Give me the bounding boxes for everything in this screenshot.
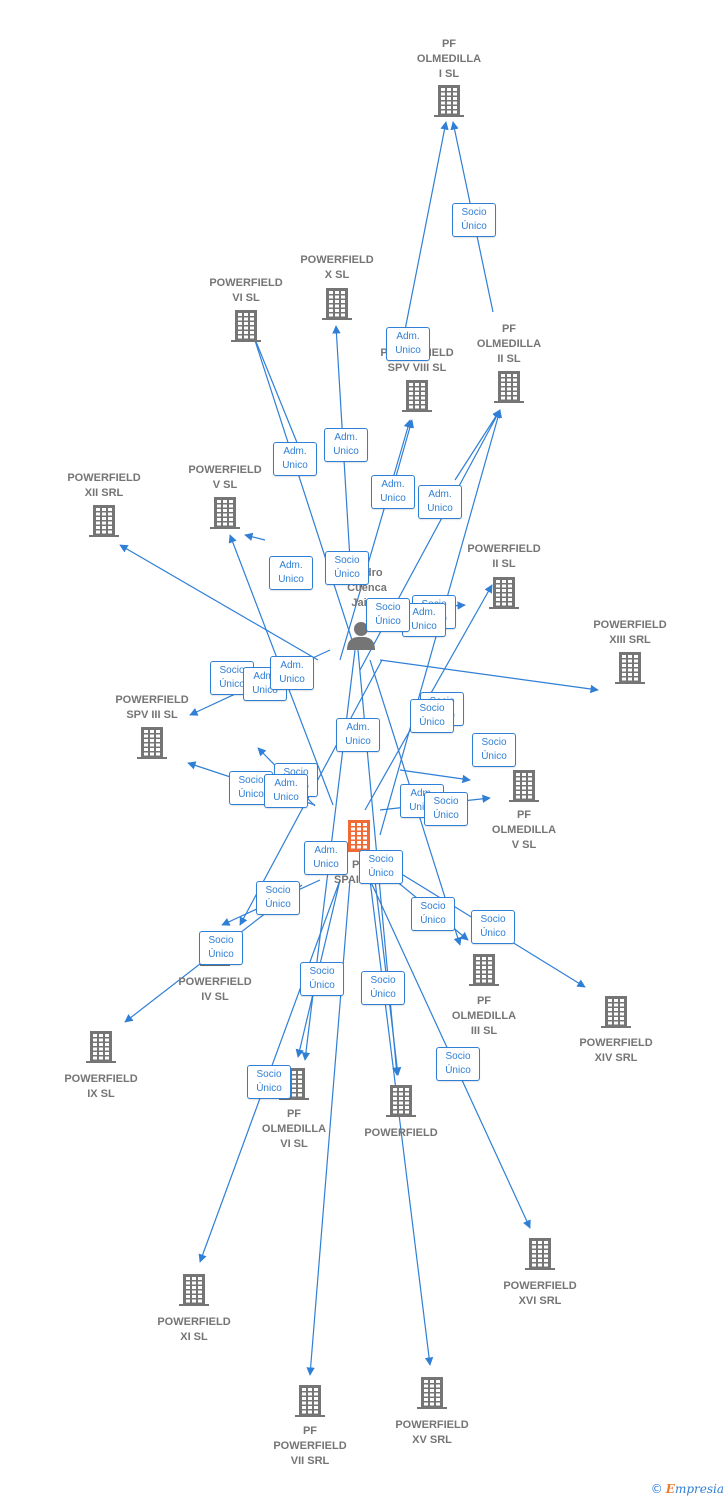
relation-badge[interactable]: Socio Único — [247, 1065, 291, 1099]
company-label[interactable]: PF OLMEDILLA III SL — [451, 995, 517, 1037]
relation-edge — [246, 321, 301, 451]
company-building-icon[interactable] — [137, 727, 167, 759]
relation-edge — [404, 121, 449, 331]
relation-edge — [379, 659, 599, 694]
relation-badge[interactable]: Socio Único — [472, 733, 516, 767]
company-building-icon[interactable] — [386, 1085, 416, 1117]
copyright-icon: © — [650, 1482, 663, 1496]
company-building-icon[interactable] — [601, 996, 631, 1028]
icons-layer — [86, 85, 645, 1417]
company-label[interactable]: POWERFIELD X SL — [300, 254, 374, 281]
relation-badge[interactable]: Adm. Unico — [386, 327, 430, 361]
company-label[interactable]: POWERFIELD V SL — [188, 464, 262, 491]
company-label[interactable]: POWERFIELD — [364, 1127, 438, 1139]
relation-badge[interactable]: Socio Único — [300, 962, 344, 996]
company-label[interactable]: PF OLMEDILLA V SL — [491, 809, 557, 851]
relation-badge[interactable]: Adm. Unico — [264, 774, 308, 808]
company-building-icon[interactable] — [469, 954, 499, 986]
company-building-icon[interactable] — [210, 497, 240, 529]
relation-badge[interactable]: Socio Único — [325, 551, 369, 585]
relation-edge — [394, 419, 414, 481]
company-label[interactable]: POWERFIELD II SL — [467, 543, 541, 570]
company-label[interactable]: POWERFIELD SPV III SL — [115, 694, 189, 721]
company-label[interactable]: POWERFIELD XIII SRL — [593, 619, 667, 646]
relation-badge[interactable]: Adm. Unico — [273, 442, 317, 476]
relation-badge[interactable]: Adm. Unico — [371, 475, 415, 509]
relation-badge[interactable]: Socio Único — [199, 931, 243, 965]
company-building-icon[interactable] — [231, 310, 261, 342]
company-building-icon[interactable] — [179, 1274, 209, 1306]
relation-badge[interactable]: Socio Único — [366, 598, 410, 632]
company-building-icon[interactable] — [89, 505, 119, 537]
relation-badge[interactable]: Socio Único — [471, 910, 515, 944]
company-label[interactable]: POWERFIELD XII SRL — [67, 472, 141, 499]
company-label[interactable]: POWERFIELD IX SL — [64, 1073, 138, 1100]
company-label[interactable]: PF OLMEDILLA I SL — [416, 38, 482, 80]
relation-edge — [339, 419, 412, 661]
company-building-icon[interactable] — [295, 1385, 325, 1417]
relation-badge[interactable]: Socio Único — [424, 792, 468, 826]
company-label[interactable]: POWERFIELD XI SL — [157, 1316, 231, 1343]
relation-edge — [399, 769, 471, 784]
relation-badge[interactable]: Socio Único — [359, 850, 403, 884]
company-label[interactable]: PF OLMEDILLA VI SL — [261, 1108, 327, 1150]
company-building-icon[interactable] — [615, 652, 645, 684]
relation-badge[interactable]: Socio Único — [436, 1047, 480, 1081]
company-building-icon[interactable] — [494, 371, 524, 403]
relation-badge[interactable]: Adm. Unico — [269, 556, 313, 590]
company-label[interactable]: PF OLMEDILLA II SL — [476, 323, 542, 365]
relation-edge — [247, 321, 353, 641]
company-label[interactable]: POWERFIELD XV SRL — [395, 1419, 469, 1446]
company-label[interactable]: POWERFIELD XVI SRL — [503, 1280, 577, 1307]
company-building-icon[interactable] — [509, 770, 539, 802]
relation-badge[interactable]: Socio Único — [411, 897, 455, 931]
brand-name: mpresia — [674, 1482, 724, 1496]
company-building-icon[interactable] — [489, 577, 519, 609]
relation-badge[interactable]: Socio Único — [452, 203, 496, 237]
company-building-icon[interactable] — [434, 85, 464, 117]
company-building-icon[interactable] — [402, 380, 432, 412]
relation-badge[interactable]: Adm. Unico — [336, 718, 380, 752]
company-label[interactable]: PF POWERFIELD VII SRL — [273, 1425, 347, 1467]
relation-badge[interactable]: Adm. Unico — [324, 428, 368, 462]
relation-edge — [454, 409, 501, 481]
main-company-building-icon[interactable] — [344, 820, 374, 852]
empresia-watermark: ©Empresia — [651, 1482, 724, 1496]
relation-badge[interactable]: Adm. Unico — [418, 485, 462, 519]
company-building-icon[interactable] — [86, 1031, 116, 1063]
relation-badge[interactable]: Socio Único — [361, 971, 405, 1005]
company-label[interactable]: POWERFIELD IV SL — [178, 976, 252, 1003]
relation-edge — [369, 879, 434, 1366]
relation-edge — [119, 544, 319, 661]
relation-badge[interactable]: Socio Único — [256, 881, 300, 915]
brand-initial: E — [665, 1482, 675, 1496]
relation-edge — [244, 532, 266, 541]
relation-badge[interactable]: Socio Único — [410, 699, 454, 733]
company-label[interactable]: POWERFIELD XIV SRL — [579, 1037, 653, 1064]
relation-badge[interactable]: Adm. Unico — [270, 656, 314, 690]
company-building-icon[interactable] — [322, 288, 352, 320]
person-icon[interactable] — [347, 622, 375, 650]
company-label[interactable]: POWERFIELD VI SL — [209, 277, 283, 304]
company-building-icon[interactable] — [525, 1238, 555, 1270]
company-building-icon[interactable] — [417, 1377, 447, 1409]
relation-badge[interactable]: Adm. Unico — [304, 841, 348, 875]
